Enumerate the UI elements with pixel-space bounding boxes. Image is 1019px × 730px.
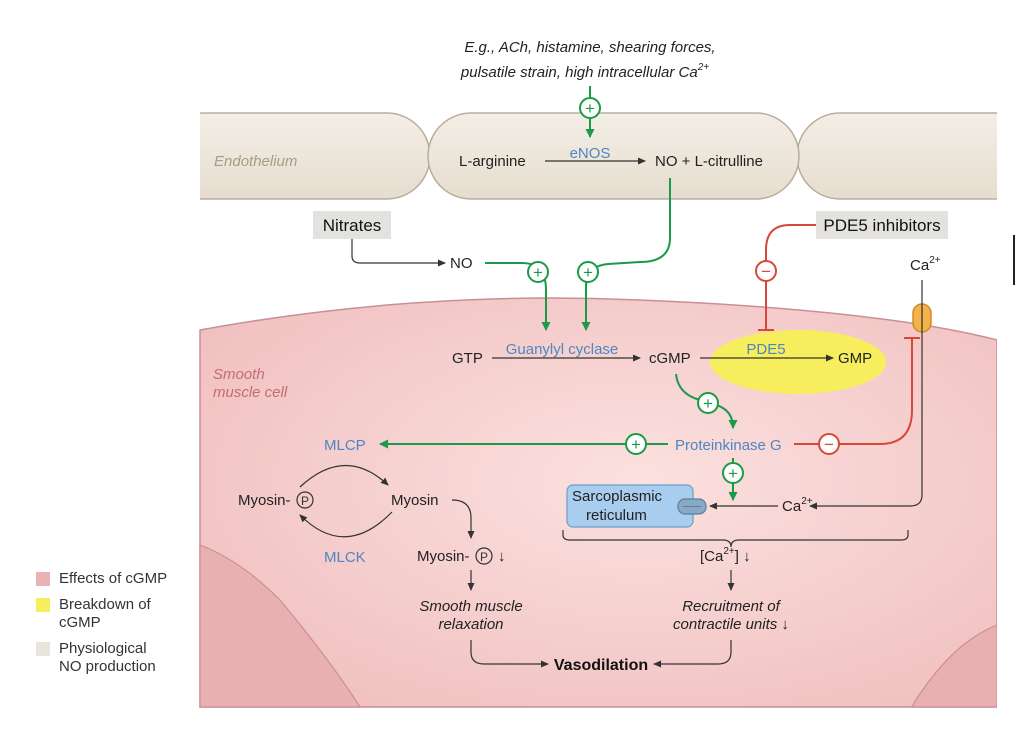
mlcp-label: MLCP xyxy=(324,437,366,454)
plus-sign-cgmp-pkg: + xyxy=(697,392,719,414)
enos-label: eNOS xyxy=(570,145,611,162)
plus-sign-mlcp: + xyxy=(625,433,647,455)
myosin-p-decrease-label: Myosin- xyxy=(417,548,470,565)
legend-swatch-effects xyxy=(36,572,50,586)
endothelium-label: Endothelium xyxy=(214,153,297,170)
plus-sign-nitrate-no: + xyxy=(527,261,549,283)
proteinkinase-g-label: Proteinkinase G xyxy=(675,437,782,454)
legend-swatch-production xyxy=(36,642,50,656)
pde5-inhibitors-label: PDE5 inhibitors xyxy=(823,216,940,235)
smooth-muscle-label-1: Smooth xyxy=(213,366,265,383)
sr-label-2: reticulum xyxy=(586,507,647,524)
ca-influx-arrow xyxy=(809,280,923,510)
legend-swatch-breakdown xyxy=(36,598,50,612)
recruitment-label-1: Recruitment of xyxy=(682,598,781,615)
svg-text:−: − xyxy=(824,435,834,454)
minus-sign-pde5-inhibitors: − xyxy=(755,260,777,282)
nitrates-box xyxy=(313,211,391,239)
cgmp-label: cGMP xyxy=(649,350,691,367)
ca-concentration-label: [Ca2+] ↓ xyxy=(700,546,751,565)
myosin-to-myosin-p-arrow xyxy=(451,499,475,539)
pde5-highlight xyxy=(710,330,886,394)
svg-text:+: + xyxy=(728,464,738,483)
pde5-label: PDE5 xyxy=(746,341,785,358)
mlcp-dephosphorylation-arc xyxy=(299,464,389,488)
svg-text:P: P xyxy=(480,550,488,564)
no-label: NO xyxy=(450,255,473,272)
guanylyl-cyclase-label: Guanylyl cyclase xyxy=(506,341,619,358)
minus-sign-ca-channel: − xyxy=(818,433,840,455)
edge-mask-right xyxy=(997,100,1019,720)
edge-mask xyxy=(0,100,200,220)
no-citrulline-label: NO + L-citrulline xyxy=(655,153,763,170)
calcium-bracket xyxy=(562,530,909,548)
svg-text:−: − xyxy=(761,262,771,281)
relaxation-to-vasodilation-arrow xyxy=(470,640,549,668)
myosin-p-label: Myosin- xyxy=(238,492,291,509)
recruitment-to-vasodilation-arrow xyxy=(653,640,732,668)
plus-sign-sr: + xyxy=(722,462,744,484)
pde5-inhibition-path xyxy=(758,224,816,331)
phosphate-symbol-decrease: P xyxy=(475,547,493,565)
legend-label-effects: Effects of cGMP xyxy=(59,570,168,587)
recruitment-label-2: contractile units ↓ xyxy=(673,616,789,633)
endothelial-cell-right xyxy=(796,112,1019,200)
plus-sign-endothelial-no: + xyxy=(577,261,599,283)
extracellular-ca-label: Ca2+ xyxy=(910,255,941,274)
svg-text:+: + xyxy=(585,99,595,118)
svg-text:+: + xyxy=(533,263,543,282)
gtp-label: GTP xyxy=(452,350,483,367)
l-arginine-label: L-arginine xyxy=(459,153,526,170)
pde5-inhibitors-box xyxy=(816,211,948,239)
svg-text:+: + xyxy=(703,394,713,413)
endothelial-cell-center xyxy=(427,112,800,200)
nitrates-label: Nitrates xyxy=(323,216,382,235)
neighbor-muscle-cell xyxy=(199,544,362,708)
svg-text:+: + xyxy=(631,435,641,454)
stimuli-line-2: pulsatile strain, high intracellular Ca2… xyxy=(460,62,709,81)
relaxation-label-1: Smooth muscle xyxy=(419,598,522,615)
phosphate-symbol: P xyxy=(296,491,314,509)
neighbor-muscle-cell-right xyxy=(911,624,998,708)
svg-text:+: + xyxy=(583,263,593,282)
pkg-ca-channel-inhibition xyxy=(794,337,920,445)
svg-text:P: P xyxy=(301,494,309,508)
mlck-label: MLCK xyxy=(324,549,366,566)
nitrates-to-no-arrow xyxy=(351,239,446,267)
relaxation-label-2: relaxation xyxy=(438,616,503,633)
gmp-label: GMP xyxy=(838,350,872,367)
vasodilation-label: Vasodilation xyxy=(554,657,648,674)
smooth-muscle-label-2: muscle cell xyxy=(213,384,288,401)
plus-sign-stimuli: + xyxy=(579,97,601,119)
myosin-p-decrease-arrow: ↓ xyxy=(498,548,506,565)
mlck-phosphorylation-arc xyxy=(299,511,393,538)
legend-item-effects: Effects of cGMP xyxy=(36,570,206,588)
stimuli-line-1: E.g., ACh, histamine, shearing forces, xyxy=(464,39,715,56)
myosin-label: Myosin xyxy=(391,492,439,509)
sr-label-1: Sarcoplasmic xyxy=(572,488,663,505)
cytosolic-ca-label: Ca2+ xyxy=(782,496,813,515)
